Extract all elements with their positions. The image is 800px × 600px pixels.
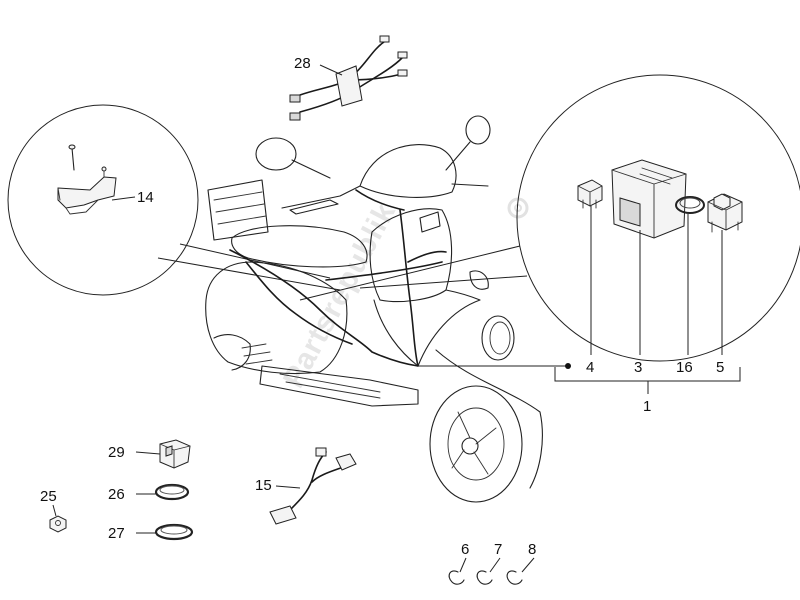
label-part-27: 27: [108, 525, 125, 542]
scooter-illustration: [205, 115, 543, 503]
label-part-14: 14: [137, 189, 154, 206]
main-wiring-harness: [229, 189, 447, 367]
label-part-1: 1: [643, 398, 651, 415]
detail-circle-left: [7, 104, 199, 296]
part-27-clip: [154, 523, 194, 541]
part-26-clip: [154, 483, 190, 501]
part-25-nut: [49, 515, 67, 533]
label-part-8: 8: [528, 541, 536, 558]
label-part-7: 7: [494, 541, 502, 558]
label-part-3: 3: [634, 359, 642, 376]
label-part-28: 28: [294, 55, 311, 72]
label-part-6: 6: [461, 541, 469, 558]
watermark-text: Partsrepublik: [277, 197, 402, 393]
label-part-5: 5: [716, 359, 724, 376]
part-14-bracket: [57, 144, 117, 215]
watermark: Partsrepublik: [277, 197, 402, 393]
label-part-4: 4: [586, 359, 594, 376]
label-part-29: 29: [108, 444, 125, 461]
detail-leader-left: [157, 243, 341, 291]
label-part-25: 25: [40, 488, 57, 505]
part-8-clip: [506, 570, 523, 585]
part-29-connector: [159, 439, 191, 469]
part-5-relay: [707, 193, 743, 233]
label-part-15: 15: [255, 477, 272, 494]
detail-circle-right: [516, 74, 800, 362]
part-28-harness: [289, 35, 408, 121]
part-4-fuse: [577, 179, 603, 209]
part-15-harness: [269, 447, 357, 525]
part-3-control-unit: [611, 159, 687, 239]
label-part-16: 16: [676, 359, 693, 376]
part-7-clip: [476, 570, 493, 585]
part-6-clip: [448, 570, 465, 585]
group-1-bracket: [418, 363, 741, 394]
part-16-clip: [675, 196, 705, 214]
label-part-26: 26: [108, 486, 125, 503]
